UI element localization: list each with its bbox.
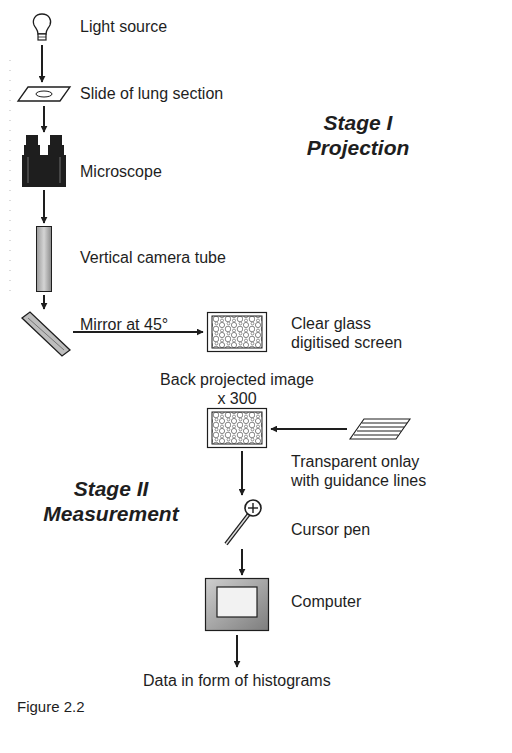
onlay-sheet: Transparent onlay with guidance lines [350,418,410,440]
slide-icon [18,85,70,103]
cursor-pen: Cursor pen [222,498,262,546]
computer: Computer [205,578,269,632]
flow-arrow [41,45,43,82]
onlay-icon [350,418,410,440]
flow-arrow [43,295,45,309]
node-label: Light source [80,17,280,36]
flow-arrow [43,106,45,132]
flow-arrow [271,428,347,430]
microscope: Microscope [22,135,66,187]
node-label: Mirror at 45° [80,315,210,334]
flow-arrow [43,190,45,223]
computer-icon [205,578,269,632]
pen-icon [222,498,262,546]
node-text: Data in form of histograms [143,672,331,690]
light-source: Light source [30,12,54,42]
node-label: Microscope [80,162,230,181]
microscope-icon [22,135,66,187]
stage-heading: Stage II Measurement [36,476,186,526]
flow-arrow [236,635,238,667]
mirror: Mirror at 45° [20,312,70,358]
node-label: Slide of lung section [80,84,300,103]
node-label: Cursor pen [291,520,441,539]
margin-dots [10,60,11,300]
node-label: Computer [291,592,441,611]
camera-tube: Vertical camera tube [36,226,52,292]
projected-screen: Back projected image x 300 [207,408,267,448]
bulb-icon [30,12,54,42]
stage-heading: Stage I Projection [298,110,418,160]
node-label: Vertical camera tube [80,248,300,267]
node-label: Back projected image x 300 [159,370,315,408]
screen-icon [207,408,267,448]
tube-icon [36,226,52,292]
node-label: Clear glass digitised screen [291,314,431,352]
figure-number: Figure 2.2 [17,698,137,715]
flow-arrow [241,549,243,575]
output-text: Data in form of histograms [139,670,335,692]
slide: Slide of lung section [18,85,70,103]
mirror-icon [20,312,70,358]
flow-arrow [241,451,243,495]
screen-icon [207,312,267,352]
digitised-screen: Clear glass digitised screen [207,312,267,352]
node-label: Transparent onlay with guidance lines [291,452,441,490]
